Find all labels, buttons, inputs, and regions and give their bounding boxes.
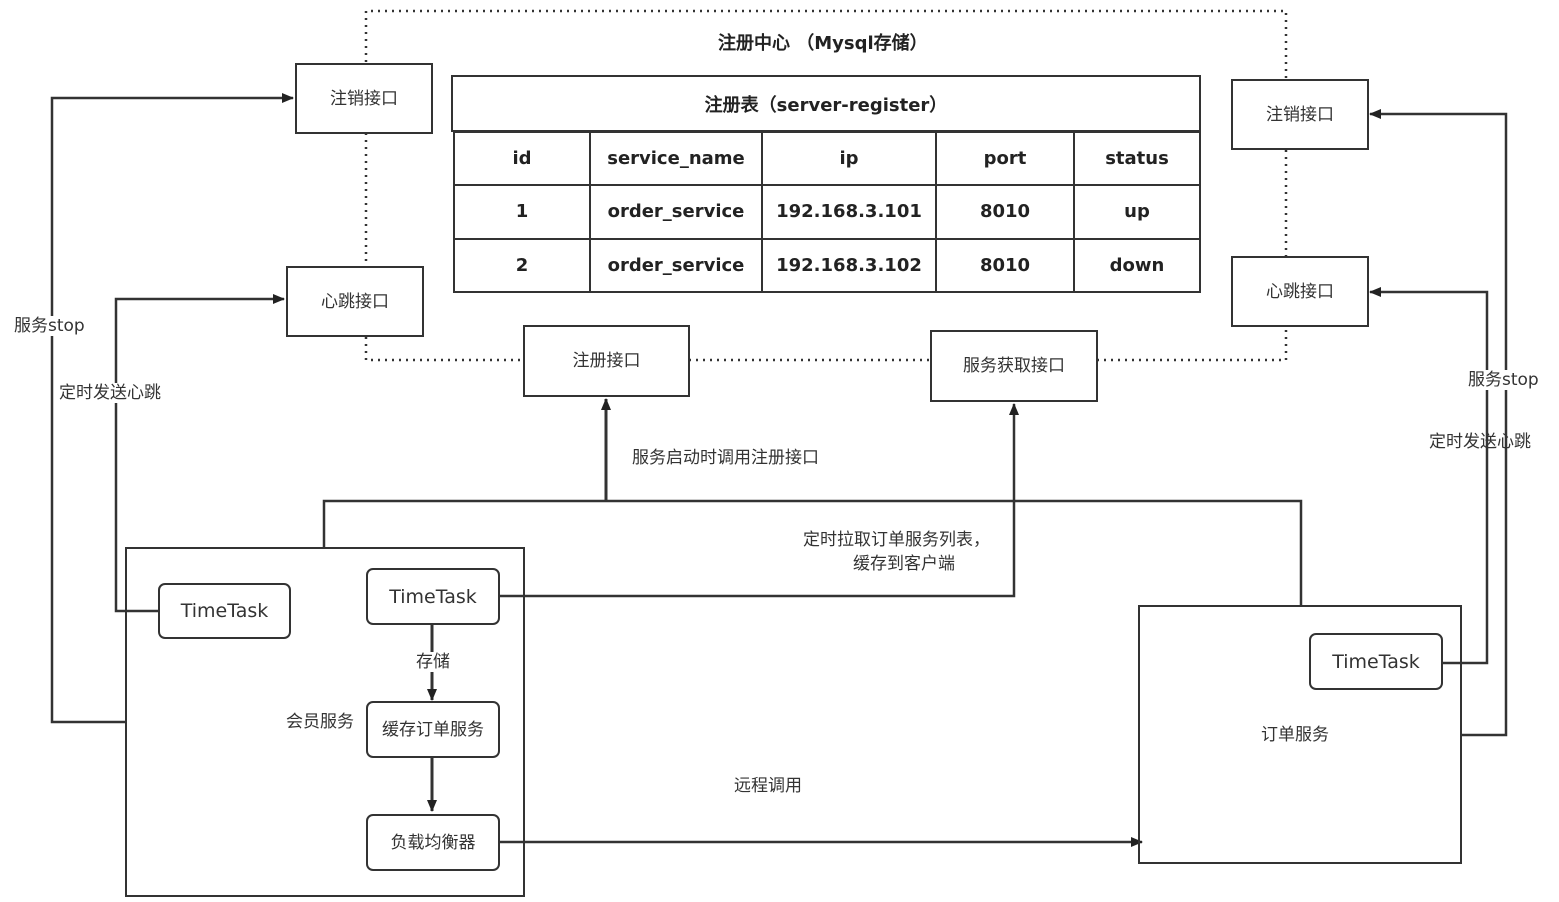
table-header-row: id service_name ip port status: [453, 130, 1201, 187]
edge-label-left-heartbeat: 定时发送心跳: [57, 383, 163, 403]
cell-id: 1: [453, 184, 591, 240]
column-header-ip: ip: [761, 130, 937, 187]
cell-id: 2: [453, 237, 591, 294]
member-service-container[interactable]: [125, 547, 525, 897]
cell-ip: 192.168.3.102: [761, 237, 937, 294]
deregister-interface-left[interactable]: 注销接口: [295, 63, 433, 134]
service-fetch-interface[interactable]: 服务获取接口: [930, 330, 1098, 402]
edge-label-right-stop: 服务stop: [1466, 370, 1541, 390]
cell-service-name: order_service: [589, 237, 763, 294]
cell-service-name: order_service: [589, 184, 763, 240]
cell-status: up: [1073, 184, 1201, 240]
heartbeat-interface-right[interactable]: 心跳接口: [1231, 256, 1369, 327]
edge-member-fetch: [499, 403, 1019, 598]
edge-order-stop: [1369, 109, 1508, 737]
cell-port: 8010: [935, 237, 1075, 294]
edge-member-stop: [50, 93, 294, 724]
edge-label-remote-call: 远程调用: [734, 776, 802, 796]
heartbeat-interface-left[interactable]: 心跳接口: [286, 266, 424, 337]
cell-ip: 192.168.3.101: [761, 184, 937, 240]
registry-boundary: [364, 9, 1288, 80]
edge-order-heartbeat: [1369, 287, 1489, 665]
member-service-label: 会员服务: [284, 712, 356, 732]
edge-member-heartbeat: [114, 294, 285, 613]
column-header-port: port: [935, 130, 1075, 187]
registry-table-title: 注册表（server-register）: [451, 75, 1201, 132]
column-header-id: id: [453, 130, 591, 187]
column-header-status: status: [1073, 130, 1201, 187]
cell-status: down: [1073, 237, 1201, 294]
register-interface[interactable]: 注册接口: [523, 325, 690, 397]
edge-label-startup-register: 服务启动时调用注册接口: [632, 448, 819, 468]
deregister-interface-right[interactable]: 注销接口: [1231, 79, 1369, 150]
table-row: 2 order_service 192.168.3.102 8010 down: [453, 237, 1201, 294]
table-row: 1 order_service 192.168.3.101 8010 up: [453, 184, 1201, 240]
order-timetask[interactable]: TimeTask: [1309, 633, 1443, 690]
registry-boundary-right-bottom: [1097, 327, 1288, 362]
registry-boundary-left-bottom: [364, 337, 523, 362]
member-timetask-fetch[interactable]: TimeTask: [366, 568, 500, 625]
column-header-service-name: service_name: [589, 130, 763, 187]
order-service-container[interactable]: [1138, 605, 1462, 864]
order-service-label: 订单服务: [1261, 725, 1329, 745]
store-label: 存储: [414, 652, 452, 672]
registry-center-title: 注册中心 （Mysql存储）: [718, 33, 928, 54]
cell-port: 8010: [935, 184, 1075, 240]
edge-label-right-heartbeat: 定时发送心跳: [1429, 432, 1531, 452]
member-timetask-heartbeat[interactable]: TimeTask: [158, 583, 291, 639]
load-balancer-box[interactable]: 负载均衡器: [366, 814, 500, 871]
edge-label-fetch-line1: 定时拉取订单服务列表，: [803, 530, 990, 550]
edge-label-fetch-line2: 缓存到客户端: [853, 554, 955, 574]
registry-table: id service_name ip port status 1 order_s…: [453, 130, 1201, 294]
cache-order-service-box[interactable]: 缓存订单服务: [366, 701, 500, 758]
edge-label-left-stop: 服务stop: [12, 316, 87, 336]
edge-member-register: [322, 499, 1303, 605]
